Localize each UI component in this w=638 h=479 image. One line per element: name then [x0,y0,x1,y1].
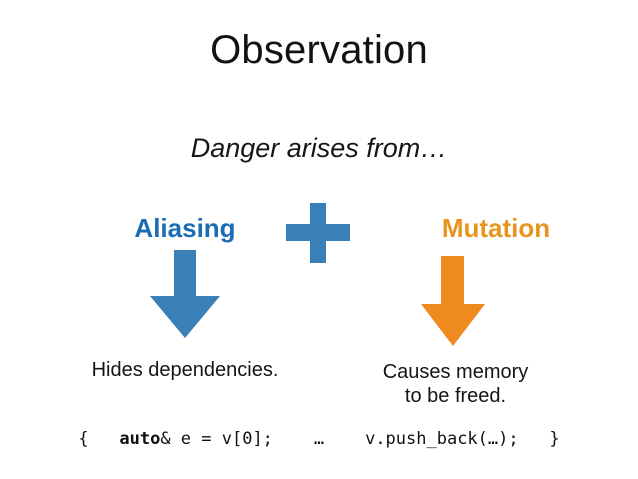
plus-icon [286,203,350,263]
code-gap-3 [324,429,365,449]
plus-icon-horizontal-bar [286,224,350,241]
caption-mutation: Causes memory to be freed. [348,360,563,408]
heading-mutation: Mutation [441,213,551,243]
code-gap-2 [273,429,314,449]
arrow-down-icon-mutation [421,256,485,346]
code-gap-1 [89,429,120,449]
code-keyword-auto: auto [119,429,161,449]
arrow-down-icon-aliasing [150,250,220,338]
code-declaration: & e = v[0]; [160,429,273,449]
slide-subtitle: Danger arises from… [190,133,448,163]
code-call-push-back: v.push_back(…); [365,429,519,449]
caption-aliasing: Hides dependencies. [91,359,279,381]
caption-mutation-line-1: Causes memory [382,361,529,383]
code-close-brace: } [549,429,560,449]
code-open-brace: { [78,429,89,449]
code-ellipsis: … [313,429,325,449]
page-title: Observation [210,28,428,72]
heading-aliasing: Aliasing [134,213,236,243]
code-snippet: { auto& e = v[0]; … v.push_back(…); } [0,428,638,450]
code-gap-4 [519,429,550,449]
caption-mutation-line-2: to be freed. [404,385,507,407]
